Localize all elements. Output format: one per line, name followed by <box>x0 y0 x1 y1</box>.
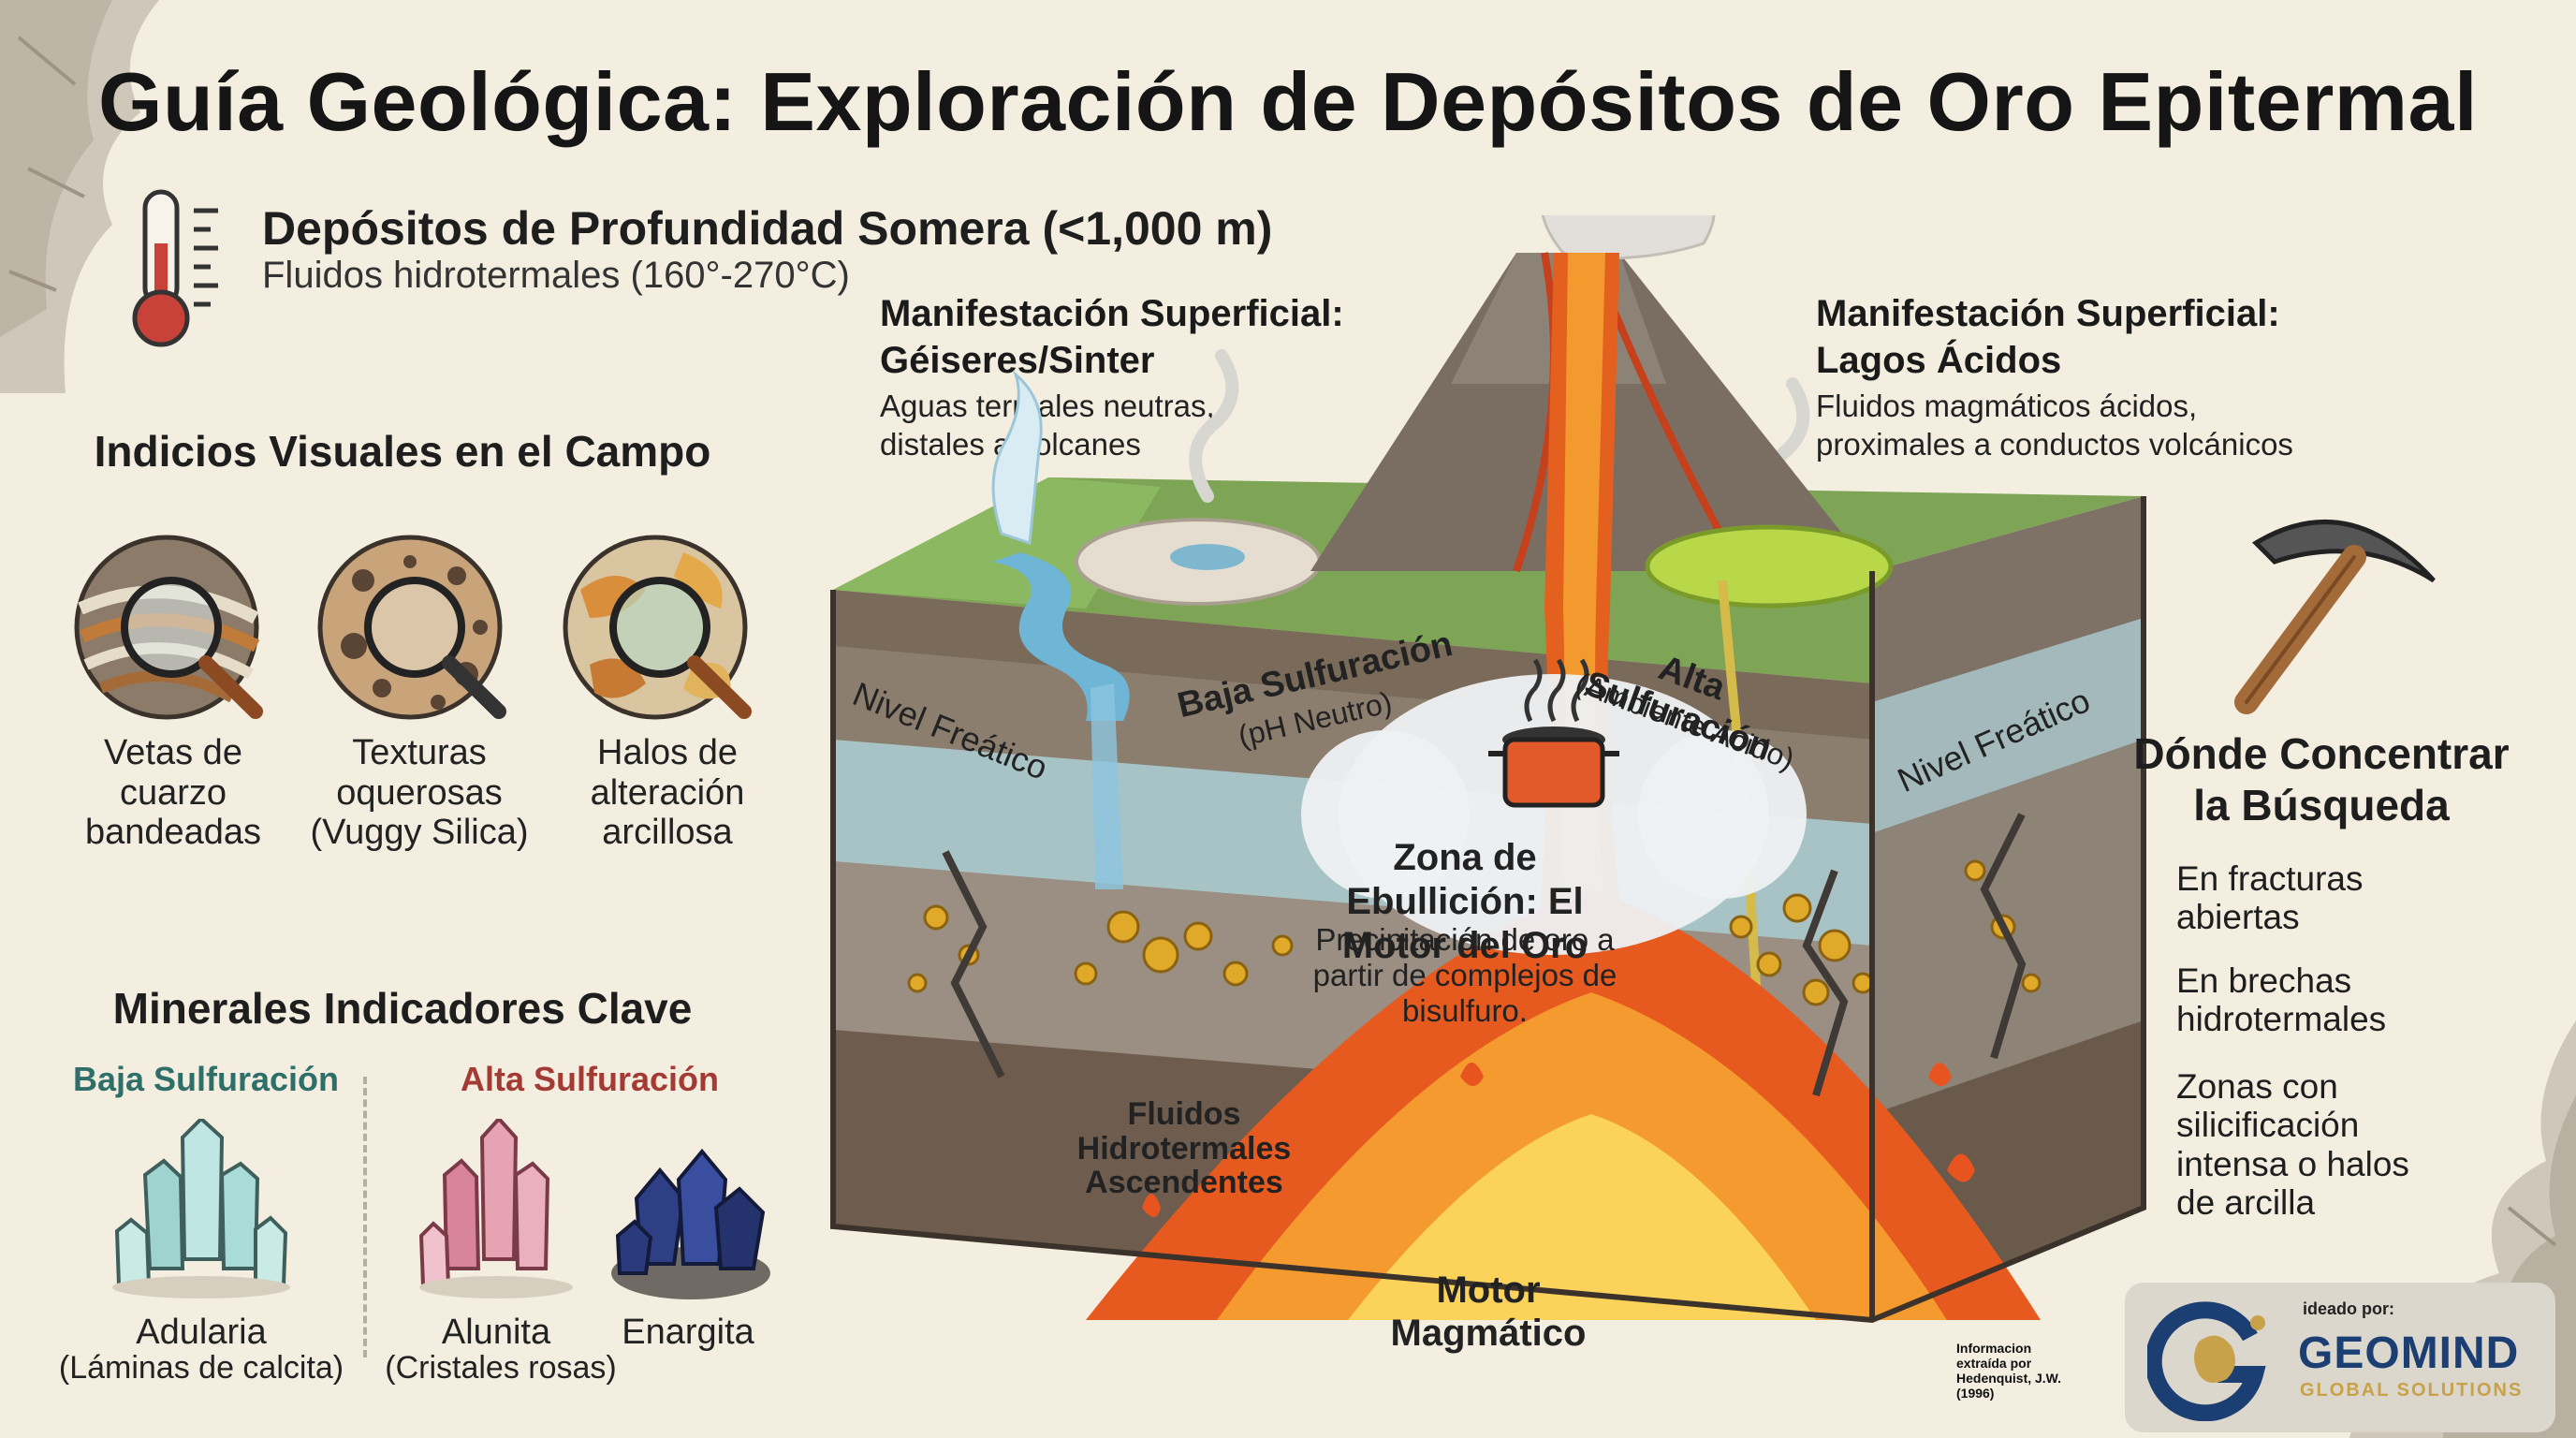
manifestation-right-title: Manifestación Superficial: Lagos Ácidos <box>1816 293 2280 381</box>
enargite-name: Enargita <box>622 1313 754 1352</box>
thermometer-icon <box>132 189 218 347</box>
brand-tagline: GLOBAL SOLUTIONS <box>2300 1380 2524 1401</box>
manifestation-right-text: Fluidos magmáticos ácidos, proximales a … <box>1816 389 2293 462</box>
geomind-logo-icon <box>2147 1301 2266 1421</box>
ideado-label: ideado por: <box>2303 1299 2394 1318</box>
boiling-zone-title: Zona de Ebullición: El Motor del Oro <box>1341 837 1588 967</box>
ascending-fluids-label: Fluidos Hidrotermales Ascendentes <box>1076 1096 1292 1201</box>
minerals-heading: Minerales Indicadores Clave <box>112 984 693 1033</box>
visual-cues-heading: Indicios Visuales en el Campo <box>94 427 711 476</box>
clay-alteration-magnifier-icon <box>563 535 752 720</box>
alunite-crystal-icon <box>418 1119 573 1299</box>
high-sulfidation-title: Alta Sulfuración <box>460 1060 720 1098</box>
search-item-fractures: En fracturas abiertas <box>2176 859 2364 937</box>
brand-badge: ideado por: GEOMIND GLOBAL SOLUTIONS <box>2125 1283 2555 1432</box>
epithermal-block-diagram <box>830 215 2146 1324</box>
brand-name: GEOMIND <box>2298 1328 2520 1378</box>
source-note: Informacion extraída por Hedenquist, J.W… <box>1956 1341 2062 1401</box>
boiling-pot-icon <box>1488 658 1619 808</box>
corner-rock-top-left <box>0 0 159 393</box>
cue-label-clay-halo: Halos de alteración arcillosa <box>590 733 745 853</box>
search-heading: Dónde Concentrar la Búsqueda <box>2133 729 2510 830</box>
mineral-divider <box>363 1077 367 1357</box>
depth-title: Depósitos de Profundidad Somera (<1,000 … <box>262 202 1273 255</box>
adularia-note: (Láminas de calcita) <box>58 1350 344 1386</box>
alunite-note: (Cristales rosas) <box>385 1350 617 1386</box>
adularia-crystal-icon <box>112 1119 290 1299</box>
search-item-silicification: Zonas con silicificación intensa o halos… <box>2176 1067 2409 1223</box>
pickaxe-icon <box>2234 520 2436 714</box>
low-sulfidation-title: Baja Sulfuración <box>72 1060 340 1098</box>
boiling-zone-text: Precipitación de oro a partir de complej… <box>1312 922 1617 1028</box>
search-item-breccias: En brechas hidrotermales <box>2176 961 2387 1039</box>
depth-subtitle: Fluidos hidrotermales (160°-270°C) <box>262 255 850 296</box>
vuggy-silica-magnifier-icon <box>317 535 506 720</box>
cue-label-vuggy-silica: Texturas oquerosas (Vuggy Silica) <box>310 733 529 853</box>
alunite-name: Alunita <box>441 1313 551 1352</box>
adularia-name: Adularia <box>136 1313 267 1352</box>
enargite-crystal-icon <box>611 1148 770 1299</box>
magmatic-engine-label: Motor Magmático <box>1390 1269 1587 1354</box>
cue-label-banded-quartz: Vetas de cuarzo bandeadas <box>84 733 262 853</box>
manifestation-left-title: Manifestación Superficial: Géiseres/Sint… <box>880 293 1344 381</box>
banded-quartz-magnifier-icon <box>74 535 263 720</box>
page-title: Guía Geológica: Exploración de Depósitos… <box>98 55 2478 148</box>
